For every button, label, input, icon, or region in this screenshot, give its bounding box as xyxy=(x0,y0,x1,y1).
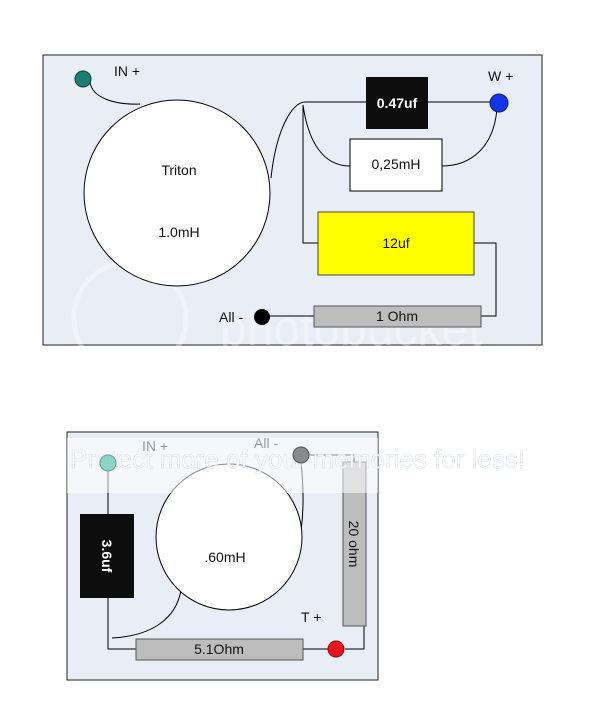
bottom-crossover-diagram: .60mH 3.6uf 20 ohm 5.1Ohm Protect more o… xyxy=(66,431,525,681)
all-minus-label: All - xyxy=(219,309,243,325)
inductor-025mh-label: 0,25mH xyxy=(371,156,420,172)
in-plus-label-bottom: IN + xyxy=(142,438,168,454)
in-plus-node-bottom xyxy=(99,454,117,472)
top-crossover-diagram: photobucket Triton 1.0mH 0.47uf 0,25mH 1… xyxy=(42,54,543,377)
in-plus-label: IN + xyxy=(114,63,140,79)
resistor-51ohm xyxy=(135,638,304,661)
resistor-20ohm-label: 20 ohm xyxy=(346,521,362,568)
capacitor-047uf-label: 0.47uf xyxy=(377,95,418,111)
resistor-1ohm-label: 1 Ohm xyxy=(376,308,418,324)
capacitor-36uf-label: 3.6uf xyxy=(99,540,115,573)
inductor-name-label: Triton xyxy=(161,162,196,178)
wire-12uf-to-res xyxy=(474,242,497,317)
photobucket-overlay: Protect more of your memories for less! xyxy=(67,438,525,493)
t-plus-label: T + xyxy=(301,609,321,625)
w-plus-label: W + xyxy=(488,68,513,84)
all-minus-node xyxy=(254,309,270,325)
capacitor-047uf xyxy=(366,77,428,129)
capacitor-12uf-label: 12uf xyxy=(382,235,409,251)
wire-36uf-to-res xyxy=(107,598,136,650)
wire-025mh-to-w xyxy=(441,107,498,167)
inductor-value-label: 1.0mH xyxy=(158,224,199,240)
resistor-1ohm xyxy=(313,305,482,328)
wire-to-12uf xyxy=(302,105,318,244)
wire-t-to-20ohm xyxy=(345,626,365,650)
all-minus-node-bottom xyxy=(292,446,310,464)
in-plus-node xyxy=(74,70,92,88)
top-wires xyxy=(89,81,498,317)
overlay-band xyxy=(67,438,378,493)
capacitor-36uf xyxy=(80,514,134,598)
t-plus-node xyxy=(327,640,345,658)
w-plus-node xyxy=(489,93,509,113)
wire-to-025mh xyxy=(302,104,351,167)
capacitor-12uf xyxy=(317,211,475,276)
inductor-060mh-label: .60mH xyxy=(204,549,245,565)
all-minus-label-bottom: All - xyxy=(254,435,278,451)
wire-res-node-to-inductor xyxy=(111,589,182,639)
wire-inductor-to-cap xyxy=(270,101,366,179)
triton-inductor xyxy=(83,99,271,287)
inductor-025mh xyxy=(349,138,443,192)
resistor-51ohm-label: 5.1Ohm xyxy=(194,641,244,657)
wire-in-to-inductor xyxy=(89,81,141,105)
